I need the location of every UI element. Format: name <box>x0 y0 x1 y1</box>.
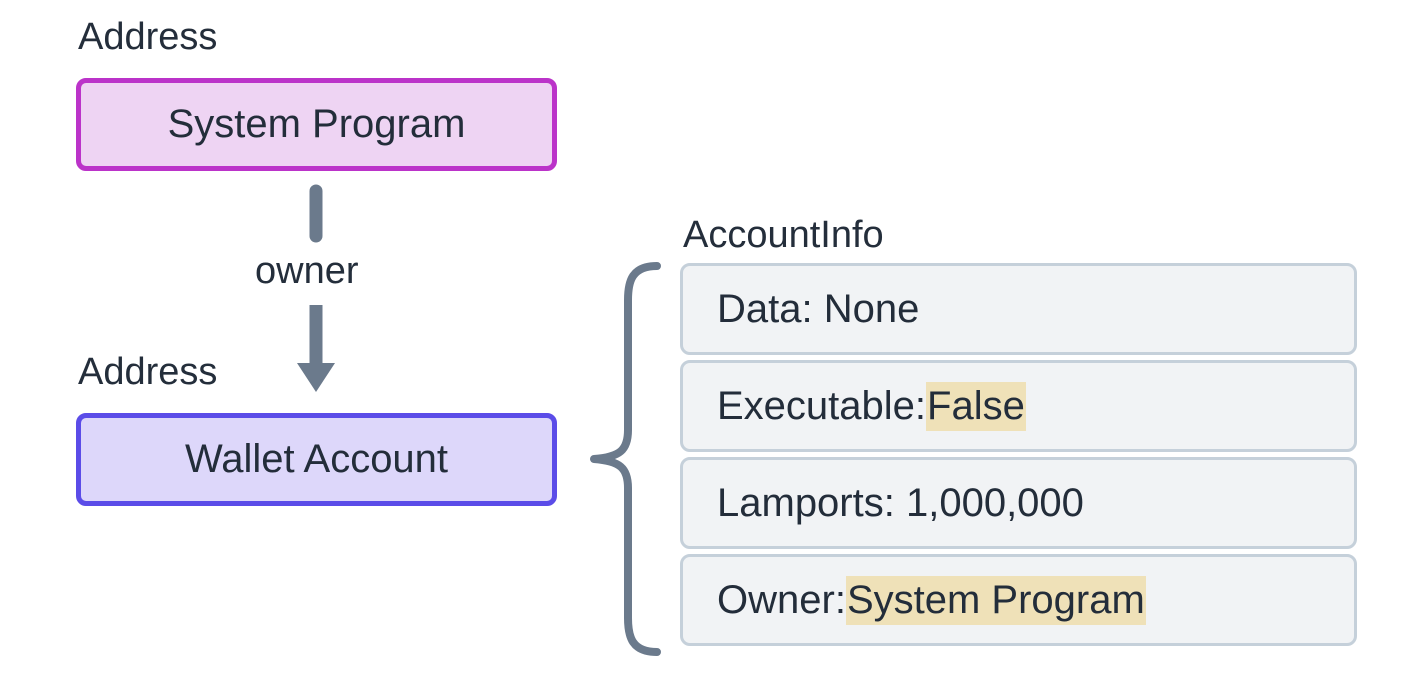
node-wallet-account[interactable]: Wallet Account <box>76 413 557 506</box>
row-label-owner: Owner: <box>717 577 846 622</box>
owner-arrowhead-icon <box>297 363 335 392</box>
address-caption-system-program: Address <box>78 16 218 58</box>
node-wallet-account-label: Wallet Account <box>184 437 449 481</box>
row-label-executable: Executable: <box>717 383 927 428</box>
row-highlight-executable: False <box>926 381 1026 431</box>
accountinfo-row-lamports[interactable]: Lamports: 1,000,000 <box>680 457 1357 549</box>
accountinfo-row-data[interactable]: Data: None <box>680 263 1357 355</box>
accountinfo-row-executable[interactable]: Executable:False <box>680 360 1357 452</box>
accountinfo-caption: AccountInfo <box>683 214 884 256</box>
accountinfo-rows: Data: None Executable:False Lamports: 1,… <box>680 263 1357 646</box>
accountinfo-row-owner[interactable]: Owner:System Program <box>680 554 1357 646</box>
node-system-program[interactable]: System Program <box>76 78 557 171</box>
row-highlight-owner: System Program <box>845 575 1146 625</box>
row-label-lamports: Lamports: 1,000,000 <box>717 480 1084 525</box>
node-system-program-label: System Program <box>167 102 466 146</box>
curly-brace-icon <box>590 262 661 656</box>
edge-label-owner: owner <box>255 250 359 292</box>
address-caption-wallet-account: Address <box>78 351 218 393</box>
row-label-data: Data: None <box>717 286 920 331</box>
